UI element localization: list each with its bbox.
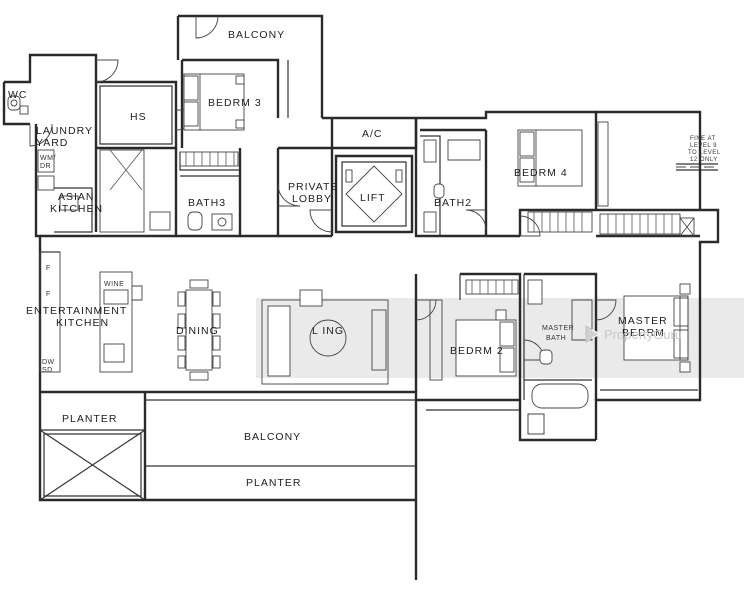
interior-walls xyxy=(40,58,700,442)
label-balcony-top: BALCONY xyxy=(228,29,285,41)
bedrm2-bed xyxy=(429,299,517,381)
asian-kitchen-counter xyxy=(54,149,145,233)
label-master-1: MASTER xyxy=(618,315,668,327)
label-hs: HS xyxy=(130,111,147,123)
bedrm4-bed xyxy=(517,121,609,207)
note-lines xyxy=(676,163,718,171)
label-dw: DW xyxy=(42,359,55,366)
balcony-area xyxy=(39,399,416,501)
label-wine: WINE xyxy=(104,281,124,288)
note-line-4: 12 ONLY xyxy=(690,157,718,163)
propertyguru-logo-icon xyxy=(585,325,602,343)
label-private-2: LOBBY xyxy=(292,193,332,205)
note-line-2: LEVEL 9 xyxy=(690,143,717,149)
label-entertainment-2: KITCHEN xyxy=(56,317,109,329)
label-f2: F xyxy=(46,291,51,298)
watermark-text: PropertyGuru xyxy=(604,327,682,342)
label-asian-1: ASIAN xyxy=(58,191,95,203)
label-asian-2: KITCHEN xyxy=(50,203,103,215)
label-bedrm4: BEDRM 4 xyxy=(514,167,568,179)
label-entertainment-1: ENTERTAINMENT xyxy=(26,305,127,317)
label-dining: DINING xyxy=(176,325,219,337)
label-laundry-2: YARD xyxy=(36,137,68,149)
watermark: PropertyGuru xyxy=(585,325,682,343)
master-balcony-strip xyxy=(527,217,698,435)
label-bath3: BATH3 xyxy=(188,197,226,209)
label-bath2: BATH2 xyxy=(434,197,472,209)
label-planter-left: PLANTER xyxy=(62,413,117,425)
label-bedrm2: BEDRM 2 xyxy=(450,345,504,357)
note-line-1: FINE AT xyxy=(690,136,716,142)
label-sd: SD xyxy=(42,367,53,374)
bath2-fixtures xyxy=(423,139,481,233)
room-labels: BALCONY WC BEDRM 3 HS LAUNDRY YARD WM/ D… xyxy=(8,29,721,489)
label-wm: WM/ xyxy=(40,155,56,162)
master-bath-fixtures xyxy=(527,279,593,435)
label-bedrm3: BEDRM 3 xyxy=(208,97,262,109)
entertainment-kitchen xyxy=(39,251,143,373)
label-ac: A/C xyxy=(362,128,383,140)
label-f1: F xyxy=(46,265,51,272)
master-bed xyxy=(623,283,691,373)
note-line-3: TO LEVEL xyxy=(688,150,721,156)
label-master-bath-1: MASTER xyxy=(542,325,574,332)
living-furniture xyxy=(261,289,389,385)
dining-table xyxy=(177,279,221,381)
label-dr: DR xyxy=(40,163,51,170)
label-lift: LIFT xyxy=(360,192,386,204)
label-laundry-1: LAUNDRY xyxy=(36,125,93,137)
label-master-bath-2: BATH xyxy=(546,335,566,342)
laundry-fixtures xyxy=(37,149,55,191)
label-wc: WC xyxy=(8,89,28,101)
label-living: L ING xyxy=(312,325,344,337)
label-private-1: PRIVATE xyxy=(288,181,338,193)
wc-fixtures xyxy=(7,95,29,115)
bedrm3-bed xyxy=(183,73,245,131)
lift-symbol xyxy=(345,165,403,223)
label-balcony-bottom: BALCONY xyxy=(244,431,301,443)
label-master-2: BEDRM xyxy=(622,327,665,339)
label-planter-bottom: PLANTER xyxy=(246,477,301,489)
bath3-fixtures xyxy=(149,211,233,231)
